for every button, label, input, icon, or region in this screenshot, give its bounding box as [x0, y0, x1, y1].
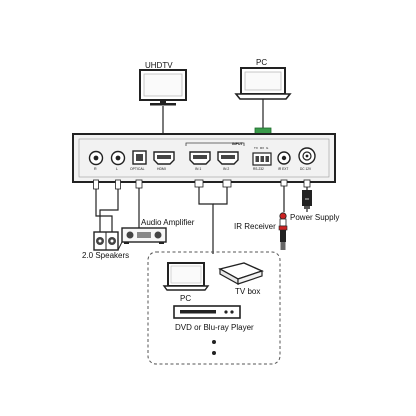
optical-port-label: OPTICAL [130, 167, 145, 171]
more-devices-dot [212, 351, 216, 355]
dvd-player-icon [173, 305, 241, 319]
ir-receiver-icon [278, 212, 288, 250]
hdmi-in2-label: IN 2 [223, 167, 230, 171]
speakers-label: 2.0 Speakers [82, 251, 130, 260]
dc-label: DC 12V [300, 167, 312, 171]
dc-power-port [298, 147, 316, 165]
rs232-terminal-port [252, 152, 272, 166]
hdmi-out-port [153, 151, 175, 165]
source-devices-box [147, 251, 281, 365]
audio-amplifier-label: Audio Amplifier [141, 218, 195, 227]
player-label: DVD or Blu-ray Player [175, 323, 254, 332]
speakers-icon [93, 231, 119, 251]
rca-left-cable [99, 180, 119, 232]
power-adapter-icon [302, 179, 312, 209]
hdmi-in2-port [217, 151, 239, 165]
uhdtv-icon [139, 69, 187, 106]
optical-port [132, 150, 147, 165]
ir-receiver-label: IR Receiver [234, 222, 276, 231]
rca-right-port [88, 150, 104, 166]
tv-box-icon [218, 262, 264, 286]
tx-label: TX [254, 146, 258, 150]
pc-top-label: PC [256, 58, 268, 67]
pc-laptop-source-icon [162, 262, 210, 291]
l-port-label: L [116, 167, 118, 171]
input-header-label: INPUT [232, 142, 243, 146]
hdmi-in1-label: IN 1 [195, 167, 202, 171]
rca-right-cable [95, 180, 113, 232]
gnd-label: G [266, 146, 269, 150]
hdmi-in2-cable [213, 187, 228, 205]
more-devices-dot [212, 340, 216, 344]
tv-box-label: TV box [235, 287, 261, 296]
input-bracket [185, 142, 245, 146]
r-port-label: R [94, 167, 97, 171]
audio-amplifier-icon [121, 227, 167, 244]
uhdtv-label: UHDTV [145, 61, 173, 70]
hdmi-out-label: HDMI [157, 167, 166, 171]
pc-laptop-top-icon [234, 67, 292, 100]
rca-left-port [110, 150, 126, 166]
ir-ext-label: IR EXT [278, 167, 289, 171]
rs232-label: RS-232 [253, 167, 264, 171]
hdmi-in1-cable [198, 187, 214, 254]
power-supply-label: Power Supply [290, 213, 340, 222]
ir-ext-port [277, 151, 291, 165]
pc-source-label: PC [180, 294, 192, 303]
hdmi-in1-port [189, 151, 211, 165]
rx-label: RX [260, 146, 265, 150]
